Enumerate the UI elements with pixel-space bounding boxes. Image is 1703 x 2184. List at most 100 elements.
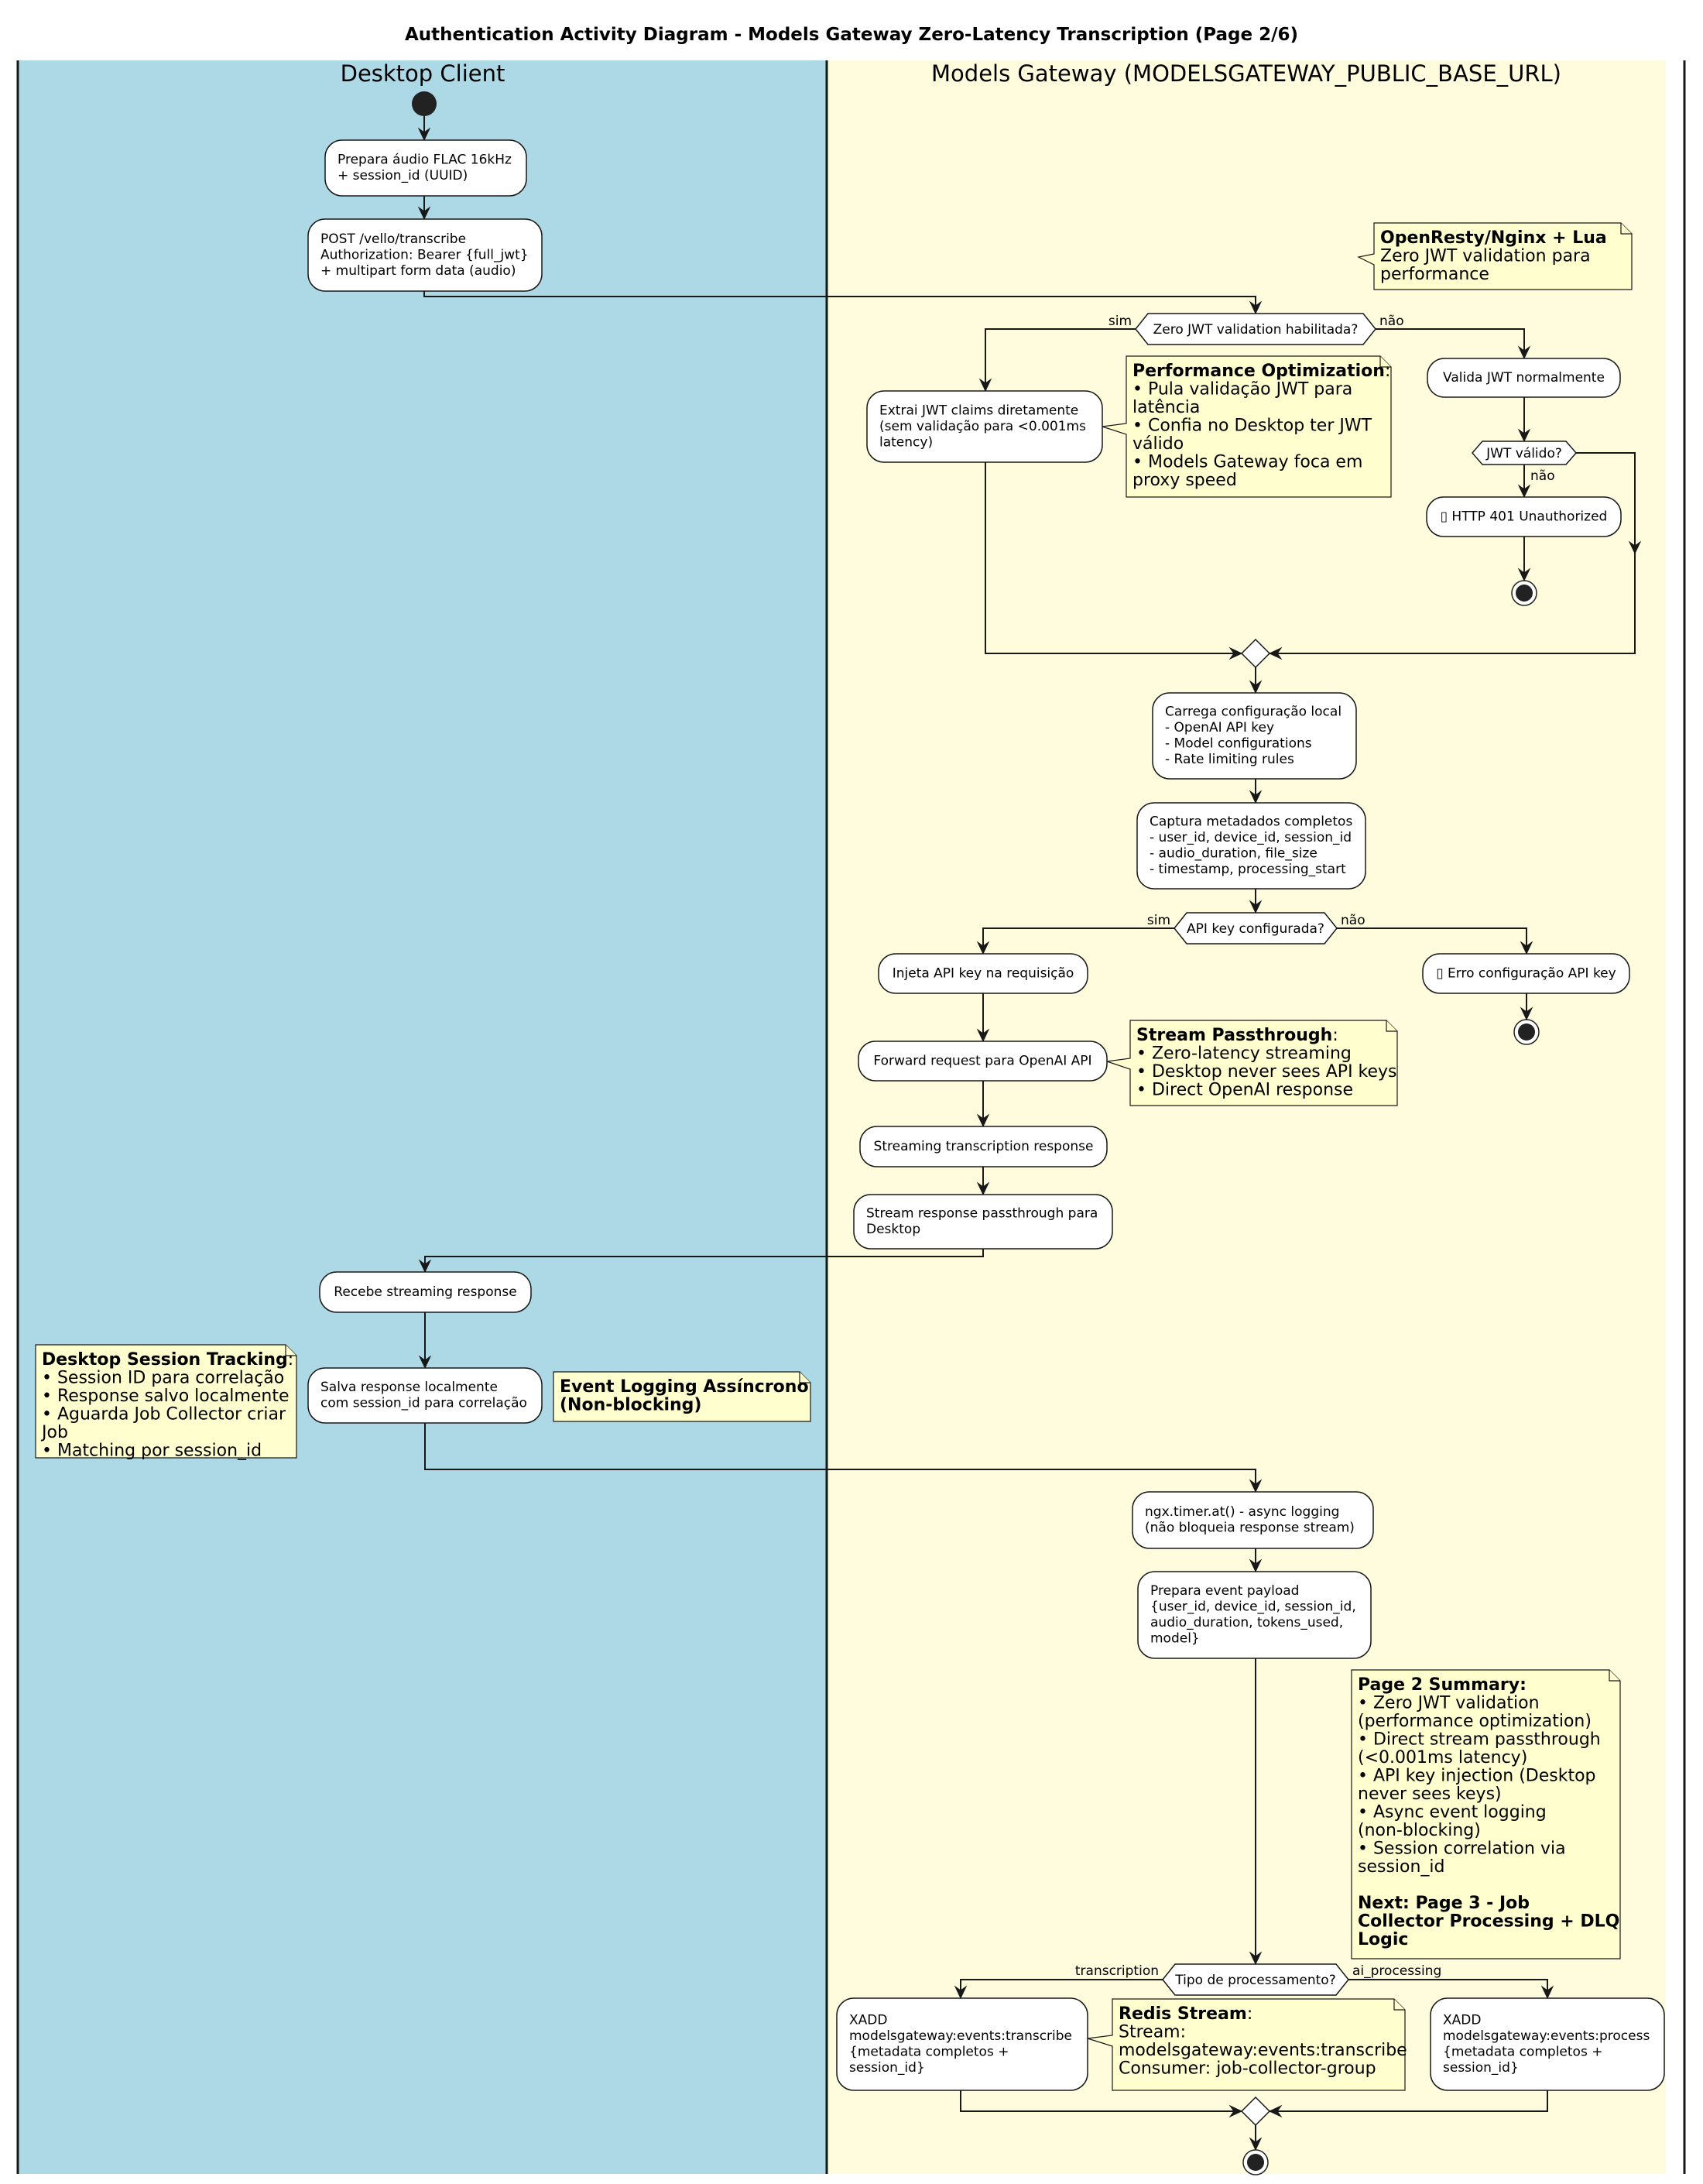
activity-injeta-api-key: Injeta API key na requisição (878, 953, 1088, 994)
note-text-line: Next: Page 3 - Job (1358, 1894, 1530, 1913)
note-text-line: Performance Optimization: (1132, 362, 1390, 381)
note-text-line: latência (1132, 398, 1200, 417)
note-stream-passthrough: Stream Passthrough:• Zero-latency stream… (1106, 1020, 1398, 1106)
activity-text-line: Desktop (866, 1222, 920, 1237)
activity-text-line: modelsgateway:events:transcribe (849, 2028, 1072, 2044)
note-text-line: (performance optimization) (1358, 1712, 1592, 1731)
note-text-line: • Direct stream passthrough (1358, 1730, 1601, 1750)
activity-text-line: (não bloqueia response stream) (1145, 1521, 1355, 1536)
lane-title-gateway: Models Gateway (MODELSGATEWAY_PUBLIC_BAS… (931, 60, 1561, 87)
note-text-line: Stream: (1119, 2023, 1186, 2042)
activity-text-line: session_id} (849, 2060, 925, 2076)
activity-text-line: - audio_duration, file_size (1150, 846, 1318, 862)
note-event-logging: Event Logging Assíncrono(Non-blocking) (553, 1371, 811, 1422)
guard-nao: não (1341, 913, 1365, 928)
note-text-line: válido (1132, 434, 1184, 454)
note-text-line: Event Logging Assíncrono (560, 1377, 809, 1397)
note-text-line: Redis Stream: (1119, 2004, 1252, 2024)
note-text-line: never sees keys) (1358, 1785, 1502, 1804)
activity-text-line: com session_id para correlação (320, 1396, 527, 1411)
activity-text-line: + multipart form data (audio) (320, 263, 516, 279)
merge-diamond-final (1240, 2096, 1271, 2127)
activity-text-line: Salva response localmente (320, 1380, 498, 1395)
activity-text-line: + session_id (UUID) (338, 168, 468, 183)
lane-desktop-background (18, 60, 827, 2174)
activity-text-line: Stream response passthrough para (866, 1206, 1098, 1222)
activity-text-line: Authorization: Bearer {full_jwt} (320, 247, 529, 262)
activity-prepara-audio: Prepara áudio FLAC 16kHz+ session_id (UU… (324, 139, 527, 197)
note-desktop-session: Desktop Session Tracking:• Session ID pa… (35, 1344, 297, 1461)
decision-api-key: API key configurada? sim não (1147, 912, 1365, 945)
note-text-line: performance (1380, 265, 1489, 284)
note-text-line: (<0.001ms latency) (1358, 1748, 1527, 1767)
activity-text-line: Carrega configuração local (1165, 705, 1341, 720)
note-text-line: • Zero JWT validation (1358, 1694, 1540, 1713)
note-text-line: • Desktop never sees API keys (1136, 1062, 1397, 1082)
activity-text-line: session_id} (1443, 2060, 1519, 2076)
activity-text-line: Injeta API key na requisição (893, 965, 1074, 981)
activity-prepara-payload: Prepara event payload{user_id, device_id… (1137, 1571, 1372, 1659)
activity-text-line: - OpenAI API key (1165, 720, 1274, 735)
activity-text-line: audio_duration, tokens_used, (1150, 1615, 1343, 1630)
decision-jwt-valido-label: JWT válido? (1485, 446, 1562, 461)
note-text-line: • Direct OpenAI response (1136, 1081, 1353, 1100)
activity-text-line: ▯ HTTP 401 Unauthorized (1441, 509, 1608, 524)
note-text-line: Zero JWT validation para (1380, 247, 1591, 266)
activity-xadd-transcribe: XADDmodelsgateway:events:transcribe{meta… (836, 1997, 1088, 2091)
note-performance: Performance Optimization:• Pula validaçã… (1102, 355, 1392, 498)
activity-text-line: latency) (879, 434, 933, 450)
note-text-line: • Session ID para correlação (42, 1369, 284, 1388)
decision-zero-jwt-label: Zero JWT validation habilitada? (1153, 322, 1359, 338)
note-text-line: Page 2 Summary: (1358, 1675, 1527, 1695)
note-text-line: Collector Processing + DLQ (1358, 1912, 1619, 1932)
decision-jwt-valido: JWT válido? não (1472, 441, 1577, 484)
decision-zero-jwt: Zero JWT validation habilitada? sim não (1108, 313, 1404, 345)
note-text-line: proxy speed (1132, 471, 1237, 490)
end-node-final (1242, 2149, 1269, 2175)
guard-nao: não (1530, 468, 1555, 484)
activity-text-line: ngx.timer.at() - async logging (1145, 1504, 1339, 1520)
activity-text-line: Prepara áudio FLAC 16kHz (338, 153, 512, 168)
activity-captura-metadados: Captura metadados completos- user_id, de… (1136, 802, 1366, 890)
activity-text-line: ▯ Erro configuração API key (1436, 965, 1616, 981)
diagram-title: Authentication Activity Diagram - Models… (405, 25, 1298, 45)
activity-text-line: {metadata completos + (1443, 2045, 1602, 2060)
note-text-line: • Confia no Desktop ter JWT (1132, 417, 1372, 436)
activity-text-line: Forward request para OpenAI API (873, 1053, 1091, 1068)
note-text-line: Stream Passthrough: (1136, 1026, 1338, 1045)
decision-tipo-label: Tipo de processamento? (1174, 1973, 1335, 1988)
note-text-line: • Async event logging (1358, 1803, 1547, 1822)
activity-recebe-streaming: Recebe streaming response (319, 1271, 532, 1313)
activity-http-401: ▯ HTTP 401 Unauthorized (1426, 496, 1622, 537)
activity-text-line: model} (1150, 1631, 1200, 1647)
activity-text-line: {metadata completos + (849, 2045, 1009, 2060)
start-node (412, 91, 437, 116)
activity-text-line: modelsgateway:events:process (1443, 2028, 1650, 2044)
activity-valida-jwt: Valida JWT normalmente (1427, 358, 1621, 398)
note-text-line: (non-blocking) (1358, 1821, 1481, 1840)
note-text-line: Desktop Session Tracking: (42, 1350, 293, 1370)
note-text-line: (Non-blocking) (560, 1396, 701, 1415)
note-text-line: • Response salvo localmente (42, 1387, 289, 1406)
arrowheads (417, 127, 1642, 2151)
note-text-line: OpenResty/Nginx + Lua (1380, 228, 1607, 248)
activity-erro-api-key: ▯ Erro configuração API key (1422, 953, 1630, 994)
guard-ai-processing: ai_processing (1352, 1963, 1441, 1979)
activity-text-line: XADD (849, 2013, 887, 2028)
activity-text-line: Captura metadados completos (1150, 814, 1352, 830)
decision-api-key-label: API key configurada? (1187, 921, 1324, 937)
note-text-line: • Pula validação JWT para (1132, 380, 1352, 399)
note-text-line: Consumer: job-collector-group (1119, 2059, 1376, 2079)
activity-text-line: XADD (1443, 2013, 1481, 2028)
guard-nao: não (1379, 314, 1404, 329)
activity-text-line: (sem validação para <0.001ms (879, 419, 1086, 434)
end-node-401 (1511, 580, 1537, 606)
activity-forward-request: Forward request para OpenAI API (858, 1041, 1108, 1082)
merge-diamond-jwt (1240, 638, 1271, 669)
activity-text-line: - Rate limiting rules (1165, 752, 1294, 767)
